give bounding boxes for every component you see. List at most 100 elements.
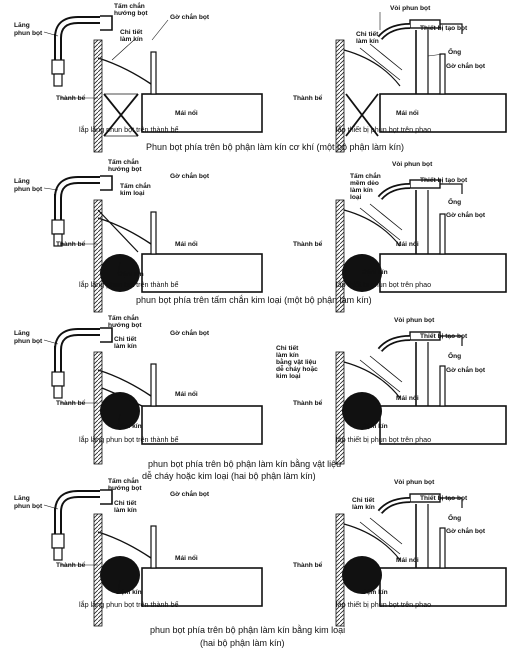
caption-right-2: lắp thiết bị phun bọt trên phao [336,280,431,289]
label-lang-2: Lăng [14,178,30,185]
label-phun-bot-2: phun bọt [14,186,43,193]
label-go-chan-bot-right-2: Gờ chắn bọt [446,210,486,219]
row-3-right-diagram [336,332,506,464]
label-thanh-be-right-4: Thành bể [293,561,323,569]
label-go-chan-bot: Gờ chắn bọt [170,12,210,21]
label-voi-phun-bot: Vòi phun bọt [390,5,431,12]
label-huong-bot: hướng bọt [114,10,148,17]
row-4-left-diagram [52,490,262,626]
label-ong-3: Ống [448,350,461,360]
label-go-chan-bot-2: Gờ chắn bọt [170,171,210,180]
label-ong: Ống [448,46,461,56]
label-mai-noi-right: Mái nổi [396,109,419,117]
label-huong-bot-3: hướng bọt [108,322,142,329]
label-lam-kin: làm kín [120,36,143,43]
label-mai-noi-right-2: Mái nổi [396,240,419,248]
label-dem-kin-2: Đệm kín [118,271,144,278]
label-mai-noi-4: Mái nổi [175,554,198,562]
label-tam-chan: Tấm chắn [114,1,145,10]
label-chi-tiet-vl-1: Chi tiết [276,344,299,352]
row-2-left-diagram [52,176,262,312]
label-go-chan-bot-3: Gờ chắn bọt [170,328,210,337]
label-chi-tiet: Chi tiết [120,28,143,36]
caption-left-4: lắp lăng phun bọt trên thành bể [79,600,179,609]
row-1-right-diagram [336,20,506,152]
label-chi-tiet-vl-5: kim loại [276,373,301,380]
label-lang-4: Lăng [14,495,30,502]
label-mai-noi-right-3: Mái nổi [396,394,419,402]
label-lang: Lăng [14,22,30,29]
section-4-title-line-2: (hai bộ phận làm kín) [200,638,285,648]
label-phun-bot-3: phun bọt [14,338,43,345]
label-voi-phun-bot-3: Vòi phun bọt [394,317,435,324]
label-thiet-bi-tao-bot: Thiết bị tạo bọt [420,24,468,32]
label-chi-tiet-vl-4: dễ cháy hoặc [276,364,318,373]
label-lam-kin-3: làm kín [114,343,137,350]
label-chi-tiet-right-4: Chi tiết [352,496,375,504]
label-mai-noi-3: Mái nổi [175,390,198,398]
row-3-left-diagram [52,328,262,464]
row-1-left-diagram [52,16,262,152]
caption-right-3: lắp thiết bị phun bọt trên phao [336,435,431,444]
leader-lines [43,12,445,593]
label-lang-3: Lăng [14,330,30,337]
label-kim-loai: kim loại [120,190,145,197]
label-ong-2: Ống [448,196,461,206]
label-chi-tiet-vl-3: bằng vật liệu [276,357,316,366]
label-chi-tiet-right: Chi tiết [356,30,379,38]
label-dem-kin-right-4: Đệm kín [362,589,388,596]
label-dem-kin-3: Đệm kín [116,423,142,430]
label-tam-chan-3: Tấm chắn [108,313,139,322]
label-go-chan-bot-4: Gờ chắn bọt [170,489,210,498]
section-3-title-line-2: dễ cháy hoặc kim loại (hai bộ phận làm k… [142,471,316,481]
label-dem-kin-4: Đệm kín [116,589,142,596]
row-2-right-diagram [336,180,506,312]
label-go-chan-bot-right-3: Gờ chắn bọt [446,365,486,374]
label-tam-chan-kl: Tấm chắn [120,181,151,190]
label-tam-chan-mem-2: mềm dẻo [350,178,379,187]
label-huong-bot-4: hướng bọt [108,485,142,492]
label-thanh-be-right-3: Thành bể [293,399,323,407]
label-dem-kin-right-2: Đệm kín [362,269,388,276]
label-thiet-bi-tao-bot-2: Thiết bị tạo bọt [420,176,468,184]
row-4-right-diagram [336,494,506,626]
label-go-chan-bot-right: Gờ chắn bọt [446,61,486,70]
caption-left-3: lắp lăng phun bọt trên thành bể [79,435,179,444]
label-tam-chan-4: Tấm chắn [108,476,139,485]
label-thiet-bi-tao-bot-4: Thiết bị tạo bọt [420,494,468,502]
label-phun-bot-4: phun bọt [14,503,43,510]
label-chi-tiet-4: Chi tiết [114,499,137,507]
row-2-labels: Lăng phun bọt Tấm chắn hướng bọt Tấm chắ… [14,157,486,305]
label-tam-chan-mem-4: loại [350,194,362,201]
label-ong-4: Ống [448,512,461,522]
section-2-title: phun bọt phía trên tấm chắn kim loại (mộ… [136,295,372,305]
section-1-title: Phun bọt phía trên bộ phận làm kín cơ kh… [146,142,404,152]
caption-left-2: lắp lăng phun bọt trên thành bể [79,280,179,289]
caption-right-1: lắp thiết bị phun bọt trên phao [336,125,431,134]
label-chi-tiet-3: Chi tiết [114,335,137,343]
label-tam-chan-mem-3: làm kín [350,187,373,194]
label-mai-noi-2: Mái nổi [175,240,198,248]
label-thiet-bi-tao-bot-3: Thiết bị tạo bọt [420,332,468,340]
label-mai-noi: Mái nổi [175,109,198,117]
caption-right-4: lắp thiết bị phun bọt trên phao [336,600,431,609]
label-dem-kin-right-3: Đệm kín [362,423,388,430]
label-tam-chan-mem-1: Tấm chắn [350,171,381,180]
section-3-title-line-1: phun bọt phía trên bộ phận làm kín bằng … [148,459,341,469]
label-voi-phun-bot-4: Vòi phun bọt [394,479,435,486]
label-thanh-be-right: Thành bể [293,94,323,102]
caption-left-1: lắp lăng phun bọt trên thành bể [79,125,179,134]
label-lam-kin-4: làm kín [114,507,137,514]
label-lam-kin-right-4: làm kín [352,504,375,511]
label-go-chan-bot-right-4: Gờ chắn bọt [446,526,486,535]
label-huong-bot-2: hướng bọt [108,166,142,173]
label-voi-phun-bot-2: Vòi phun bọt [392,161,433,168]
label-tam-chan-2: Tấm chắn [108,157,139,166]
label-thanh-be-right-2: Thành bể [293,240,323,248]
label-mai-noi-right-4: Mái nổi [396,556,419,564]
label-phun-bot: phun bọt [14,30,43,37]
label-chi-tiet-vl-2: làm kín [276,352,299,359]
label-lam-kin-right: làm kín [356,38,379,45]
